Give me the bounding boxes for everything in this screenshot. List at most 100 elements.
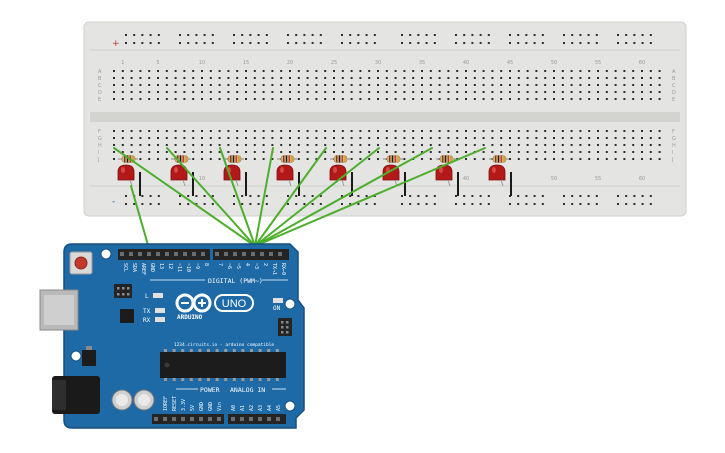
rail-hole[interactable] [649,42,652,44]
breadboard-hole[interactable] [570,77,573,79]
breadboard-hole[interactable] [377,77,379,79]
breadboard-hole[interactable] [324,91,327,93]
digital-pin[interactable] [201,252,205,256]
breadboard-hole[interactable] [438,91,441,93]
breadboard-hole[interactable] [403,151,406,153]
breadboard-hole[interactable] [658,70,661,72]
rail-hole[interactable] [311,203,314,205]
breadboard-hole[interactable] [491,84,494,86]
breadboard-hole[interactable] [447,144,450,146]
rail-hole[interactable] [571,195,574,197]
breadboard-hole[interactable] [491,91,494,93]
breadboard-hole[interactable] [394,98,397,100]
breadboard-hole[interactable] [315,70,318,72]
breadboard-hole[interactable] [553,70,555,72]
breadboard-hole[interactable] [588,91,591,93]
digital-pin[interactable] [138,252,142,256]
breadboard-hole[interactable] [553,158,555,160]
breadboard-hole[interactable] [201,84,203,86]
breadboard-hole[interactable] [377,84,379,86]
breadboard-hole[interactable] [385,70,388,72]
breadboard-hole[interactable] [183,144,186,146]
breadboard-hole[interactable] [306,158,309,160]
breadboard-hole[interactable] [561,130,564,132]
breadboard-hole[interactable] [148,151,151,153]
breadboard-hole[interactable] [359,158,362,160]
breadboard-hole[interactable] [157,158,159,160]
breadboard-hole[interactable] [368,91,371,93]
digital-pin[interactable] [165,252,169,256]
breadboard-hole[interactable] [570,144,573,146]
breadboard-hole[interactable] [121,91,124,93]
breadboard-hole[interactable] [465,77,467,79]
breadboard-hole[interactable] [368,144,371,146]
breadboard-hole[interactable] [605,70,608,72]
breadboard-hole[interactable] [271,70,274,72]
breadboard-hole[interactable] [280,144,283,146]
breadboard-hole[interactable] [130,84,133,86]
breadboard-hole[interactable] [517,137,520,139]
breadboard-hole[interactable] [236,130,239,132]
breadboard-hole[interactable] [535,98,538,100]
breadboard-hole[interactable] [245,151,247,153]
rail-hole[interactable] [341,34,343,36]
rail-hole[interactable] [517,203,520,205]
breadboard-hole[interactable] [297,158,300,160]
breadboard-hole[interactable] [148,70,151,72]
breadboard-hole[interactable] [368,158,371,160]
breadboard-hole[interactable] [509,91,511,93]
breadboard-hole[interactable] [227,84,230,86]
rail-hole[interactable] [649,34,652,36]
rail-hole[interactable] [533,203,536,205]
rail-hole[interactable] [241,34,244,36]
rail-hole[interactable] [349,203,352,205]
breadboard-hole[interactable] [473,84,476,86]
breadboard-hole[interactable] [535,77,538,79]
breadboard-hole[interactable] [315,77,318,79]
breadboard-hole[interactable] [570,91,573,93]
breadboard-hole[interactable] [412,98,415,100]
breadboard-hole[interactable] [649,77,652,79]
breadboard-hole[interactable] [157,137,159,139]
breadboard-hole[interactable] [227,144,230,146]
rail-hole[interactable] [579,203,582,205]
breadboard-hole[interactable] [130,98,133,100]
breadboard-hole[interactable] [262,130,265,132]
rail-hole[interactable] [479,195,482,197]
rail-hole[interactable] [617,203,619,205]
breadboard-hole[interactable] [297,84,300,86]
breadboard-hole[interactable] [429,137,432,139]
breadboard-hole[interactable] [429,158,432,160]
breadboard-hole[interactable] [482,151,485,153]
header-pin[interactable] [240,417,244,421]
breadboard-hole[interactable] [183,91,186,93]
breadboard-hole[interactable] [139,151,142,153]
breadboard-hole[interactable] [605,84,608,86]
rail-hole[interactable] [509,203,511,205]
breadboard-hole[interactable] [447,98,450,100]
breadboard-hole[interactable] [377,158,379,160]
breadboard-hole[interactable] [174,98,177,100]
breadboard-hole[interactable] [509,98,511,100]
breadboard-hole[interactable] [130,137,133,139]
rail-hole[interactable] [563,42,565,44]
breadboard-hole[interactable] [350,84,353,86]
breadboard-hole[interactable] [333,91,335,93]
breadboard-hole[interactable] [658,77,661,79]
breadboard-hole[interactable] [403,70,406,72]
rail-hole[interactable] [471,195,474,197]
breadboard-hole[interactable] [289,84,291,86]
icsp-pin[interactable] [122,287,125,290]
breadboard-hole[interactable] [174,84,177,86]
breadboard-hole[interactable] [315,130,318,132]
icsp-pin[interactable] [286,326,289,329]
breadboard-hole[interactable] [632,84,635,86]
breadboard-hole[interactable] [526,130,529,132]
rail-hole[interactable] [641,42,644,44]
breadboard-hole[interactable] [456,137,459,139]
breadboard-hole[interactable] [658,91,661,93]
breadboard-hole[interactable] [113,151,115,153]
breadboard-hole[interactable] [482,158,485,160]
rail-hole[interactable] [141,34,144,36]
breadboard-hole[interactable] [368,151,371,153]
